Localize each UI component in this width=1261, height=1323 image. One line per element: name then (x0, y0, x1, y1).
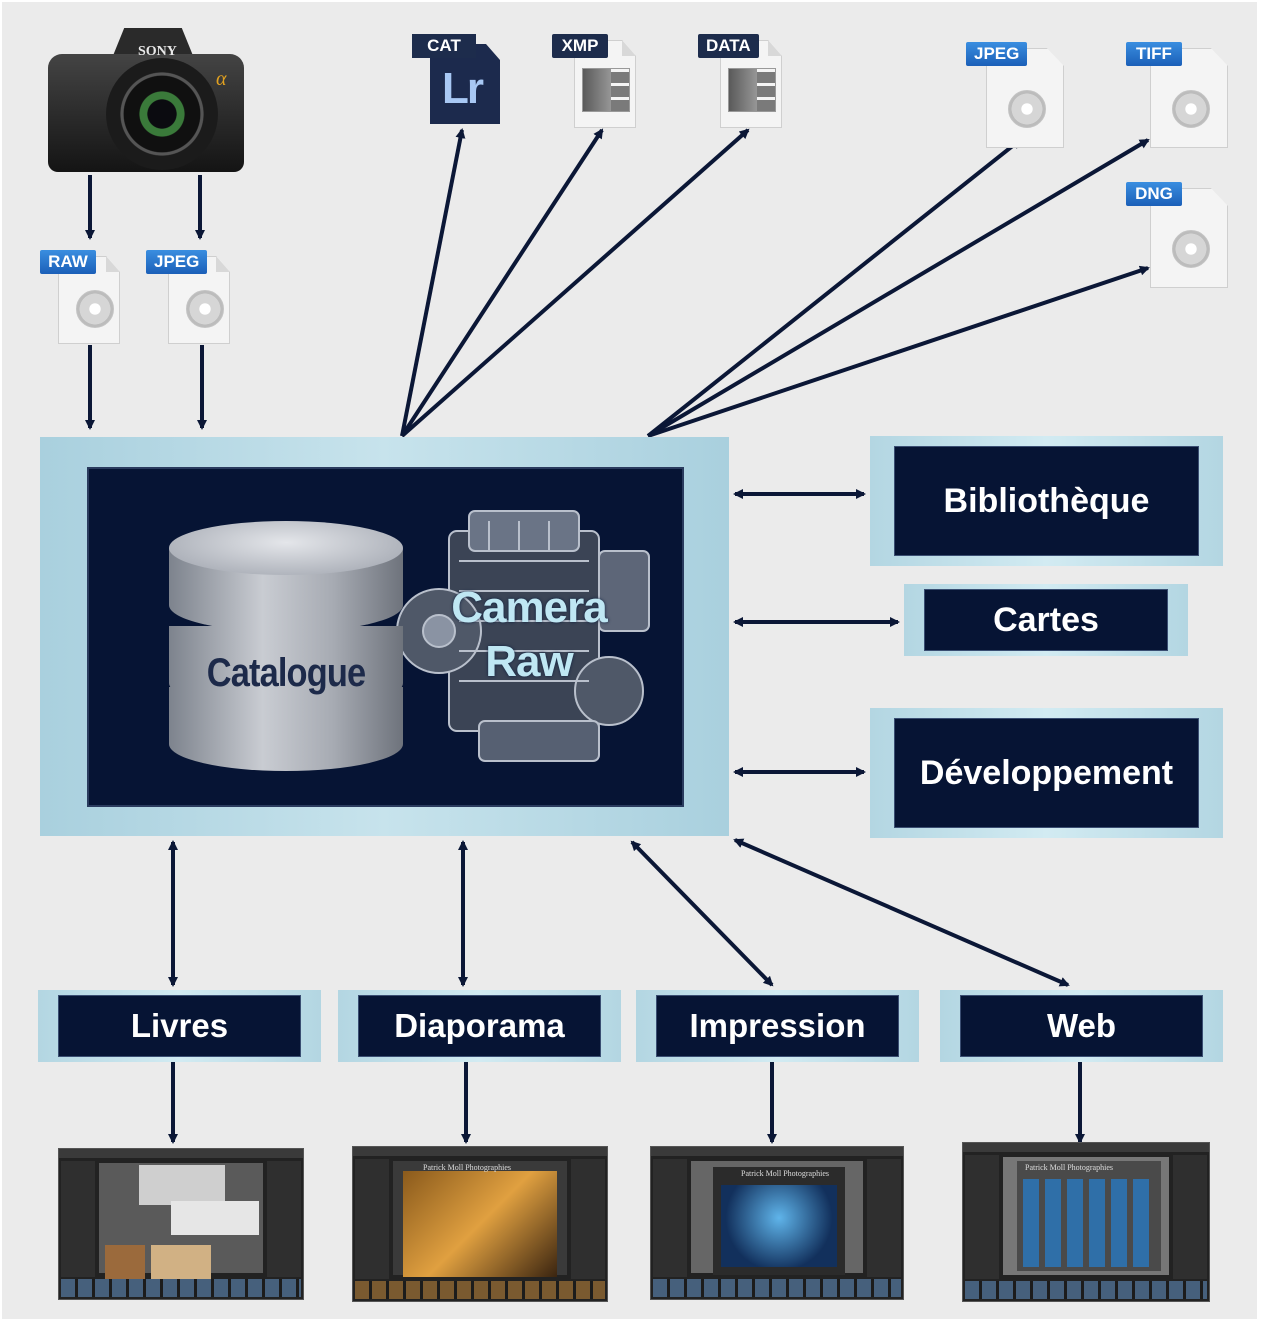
aperture-icon (1008, 90, 1046, 128)
arrow-core-tiff (646, 138, 1150, 438)
aperture-icon (186, 290, 224, 328)
lightroom-logo: Lr (442, 64, 484, 113)
xmp-file-icon: XMP (552, 28, 636, 128)
raw-file-label: RAW (40, 250, 96, 274)
dng-file-icon: DNG (1126, 176, 1230, 288)
jpeg-export-file-icon: JPEG (966, 36, 1066, 148)
arrow-core-cat (400, 128, 466, 437)
module-livres: Livres (38, 990, 321, 1062)
livres-screenshot (58, 1148, 304, 1300)
arrow-core-jpeg-out (646, 138, 1022, 438)
module-cartes: Cartes (904, 584, 1188, 656)
metadata-grid-icon (582, 68, 630, 112)
camera-raw-line-1: Camera (451, 583, 607, 632)
module-developpement: Développement (870, 708, 1223, 838)
data-file-label: DATA (698, 34, 759, 58)
module-web: Web (940, 990, 1223, 1062)
raw-file-icon: RAW (40, 244, 120, 344)
diaporama-screen-title: Patrick Moll Photographies (423, 1163, 511, 1172)
impression-label: Impression (656, 995, 899, 1057)
camera-image: SONY α (48, 28, 244, 176)
camera-brand: SONY (138, 44, 177, 59)
jpeg-file-icon: JPEG (146, 244, 230, 344)
cartes-label: Cartes (924, 589, 1168, 651)
impression-screen-title: Patrick Moll Photographies (741, 1169, 829, 1178)
module-bibliotheque: Bibliothèque (870, 436, 1223, 566)
diaporama-screenshot: Patrick Moll Photographies (352, 1146, 608, 1302)
cat-file-label: CAT (412, 34, 476, 58)
module-impression: Impression (636, 990, 919, 1062)
arrow-core-web (733, 838, 1070, 987)
camera-lens (106, 58, 218, 170)
bibliotheque-label: Bibliothèque (894, 446, 1199, 556)
xmp-file-label: XMP (552, 34, 608, 58)
jpeg-export-label: JPEG (966, 42, 1028, 66)
tiff-file-label: TIFF (1126, 42, 1182, 66)
core-inner-panel: Catalogue Camera Raw (87, 467, 684, 807)
web-screenshot: Patrick Moll Photographies (962, 1142, 1210, 1302)
arrow-core-data (400, 128, 750, 438)
database-icon (169, 521, 403, 771)
web-screen-title: Patrick Moll Photographies (1025, 1163, 1113, 1172)
tiff-file-icon: TIFF (1126, 36, 1230, 148)
livres-label: Livres (58, 995, 301, 1057)
lightroom-core-panel: Catalogue Camera Raw (40, 437, 729, 836)
data-file-icon: DATA (698, 28, 782, 128)
dng-file-label: DNG (1126, 182, 1182, 206)
camera-raw-label: Camera Raw (409, 581, 649, 689)
catalogue-label: Catalogue (206, 651, 366, 695)
web-label: Web (960, 995, 1203, 1057)
arrow-core-impression (630, 840, 774, 987)
lightroom-catalog-icon: Lr CAT (412, 30, 502, 124)
metadata-grid-icon (728, 68, 776, 112)
camera-model-mark: α (216, 68, 227, 90)
developpement-label: Développement (894, 718, 1199, 828)
arrow-core-xmp (400, 128, 604, 438)
diaporama-label: Diaporama (358, 995, 601, 1057)
aperture-icon (1172, 230, 1210, 268)
jpeg-file-label: JPEG (146, 250, 208, 274)
camera-raw-line-2: Raw (485, 637, 573, 686)
aperture-icon (76, 290, 114, 328)
engine-icon (396, 510, 650, 762)
aperture-icon (1172, 90, 1210, 128)
arrow-core-dng (647, 265, 1150, 438)
impression-screenshot: Patrick Moll Photographies (650, 1146, 904, 1300)
module-diaporama: Diaporama (338, 990, 621, 1062)
